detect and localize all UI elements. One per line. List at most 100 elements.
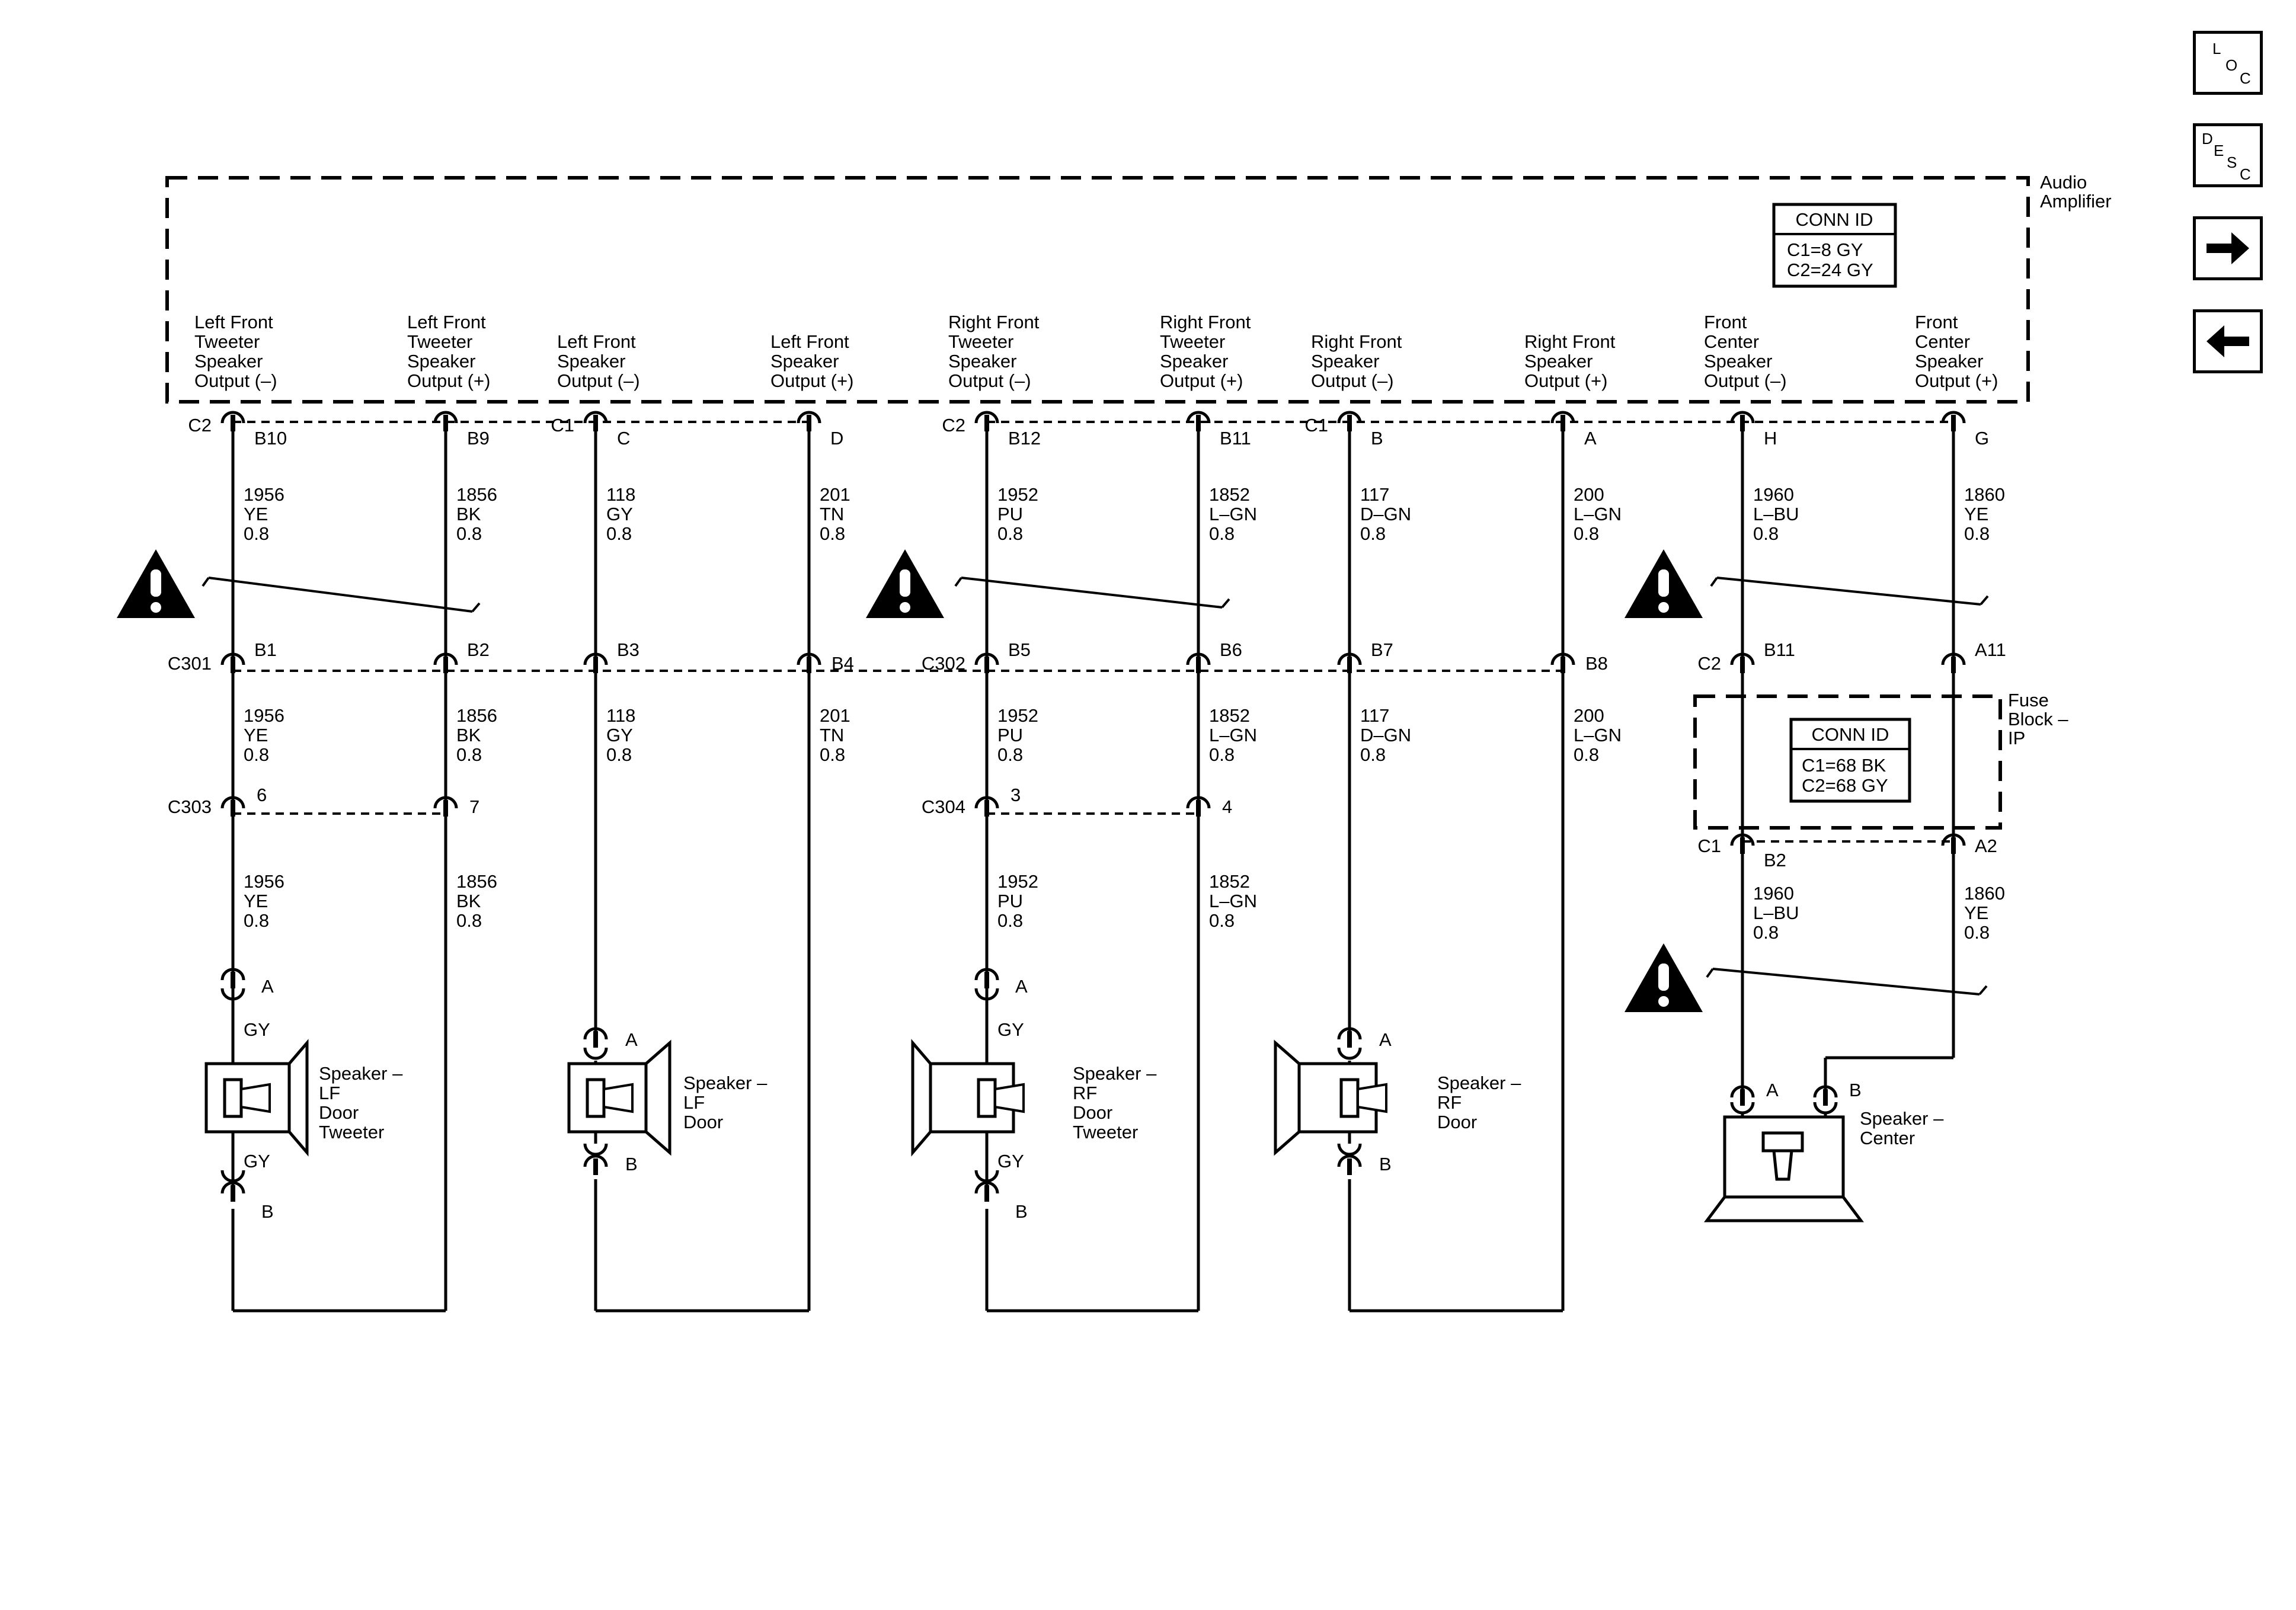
wire-label: 200 <box>1574 484 1604 505</box>
wire-label: 0.8 <box>997 744 1023 765</box>
output-label: Right Front <box>948 312 1040 332</box>
connector-terminal <box>433 652 458 665</box>
twisted-pair-tick <box>471 602 481 613</box>
output-label: Tweeter <box>1160 331 1225 352</box>
next-page-button[interactable] <box>2193 216 2263 280</box>
wire-label: 0.8 <box>1209 910 1235 931</box>
pin-label: B10 <box>254 428 287 449</box>
pin-color-label: GY <box>997 1151 1024 1172</box>
output-label: Speaker <box>194 351 263 372</box>
pin-label: G <box>1975 428 1989 449</box>
output-label: Left Front <box>557 331 636 352</box>
description-letter: E <box>2214 142 2224 159</box>
connector-links <box>233 421 1953 843</box>
fuse-block-box <box>1693 694 2002 830</box>
wire-label: 1952 <box>997 705 1038 726</box>
description-button[interactable]: D E S C <box>2193 123 2263 187</box>
connector-terminal <box>583 1047 608 1060</box>
speaker-name: Door <box>683 1112 723 1132</box>
wire-label: 1860 <box>1964 883 2005 904</box>
center-speaker-base <box>1704 1195 1864 1222</box>
output-label: Speaker <box>1160 351 1228 372</box>
component-boxes <box>165 176 2030 830</box>
output-label: Output (+) <box>1915 370 1998 391</box>
connector-terminal <box>583 1154 608 1167</box>
twisted-pair-tick <box>1221 598 1230 609</box>
connector-terminal-pin <box>1560 415 1565 431</box>
output-label: Center <box>1915 331 1970 352</box>
wire-label: 1856 <box>456 484 497 505</box>
wire-label: 0.8 <box>456 910 482 931</box>
pin-label: B3 <box>617 639 639 660</box>
speaker-coil <box>586 1078 606 1118</box>
connector-terminal <box>583 411 608 424</box>
connector-terminal <box>1730 1102 1755 1115</box>
wire-label: 201 <box>820 705 850 726</box>
wire-label: L–BU <box>1753 504 1799 524</box>
description-letter: C <box>2240 165 2251 183</box>
twisted-pair-tick <box>1710 577 1718 587</box>
speaker-name: Speaker – <box>683 1073 768 1093</box>
connector-terminal <box>974 1170 999 1183</box>
connector-terminal-pin <box>231 1185 235 1202</box>
wire-label: 1956 <box>244 484 284 505</box>
connector-terminal-pin <box>593 657 598 673</box>
location-button[interactable]: L O C <box>2193 31 2263 95</box>
wire-label: 1856 <box>456 871 497 892</box>
connector-id: C2 <box>188 415 212 436</box>
speaker-name: RF <box>1437 1092 1462 1113</box>
wire-label: L–GN <box>1209 504 1257 524</box>
location-letter: O <box>2225 56 2238 74</box>
connector-terminal <box>1941 833 1966 846</box>
pin-label: B <box>1015 1201 1028 1222</box>
output-label: Speaker <box>1915 351 1983 372</box>
wire-label: L–GN <box>1574 504 1622 524</box>
wire-label: 0.8 <box>1964 523 1990 544</box>
wire-label: D–GN <box>1360 504 1411 524</box>
connector-terminal <box>220 968 245 981</box>
wire-label: 1952 <box>997 871 1038 892</box>
wire-label: 1956 <box>244 871 284 892</box>
speaker-cone <box>1274 1039 1301 1156</box>
connector-id: C1 <box>1697 836 1721 856</box>
wire-label: 0.8 <box>997 523 1023 544</box>
module-name: Amplifier <box>2040 191 2112 212</box>
connector-terminal <box>974 796 999 809</box>
twisted-pair-tick <box>1978 985 1988 996</box>
wire-label: 1852 <box>1209 871 1250 892</box>
speaker-name: Speaker – <box>1860 1108 1944 1129</box>
pin-label: B8 <box>1585 653 1608 674</box>
fuse-conn-id-title: CONN ID <box>1812 724 1889 745</box>
connector-terminal-pin <box>807 657 811 673</box>
wire-label: 0.8 <box>1574 523 1599 544</box>
speaker-name: Center <box>1860 1128 1915 1148</box>
previous-page-button[interactable] <box>2193 309 2263 373</box>
output-label: Output (–) <box>557 370 640 391</box>
pin-label: B <box>625 1154 638 1174</box>
wires <box>231 421 1955 1313</box>
warning-icon-mark <box>900 569 910 597</box>
output-label: Output (+) <box>1524 370 1607 391</box>
wire-label: 1860 <box>1964 484 2005 505</box>
fuse-block-name: Block – <box>2008 709 2068 729</box>
connector-terminal <box>583 1143 608 1156</box>
wire-label: BK <box>456 504 481 524</box>
pin-label: 6 <box>257 785 267 805</box>
twisted-pair-tick <box>1706 968 1714 978</box>
wire-label: 1852 <box>1209 484 1250 505</box>
speaker-name: LF <box>319 1083 340 1103</box>
center-speaker-magnet <box>1761 1131 1804 1153</box>
speaker-coil <box>977 1078 997 1118</box>
warning-icon-mark <box>1658 569 1669 597</box>
speaker-magnet <box>240 1083 271 1113</box>
connector-terminal-pin <box>984 972 989 988</box>
twisted-pair-line <box>208 577 473 613</box>
pin-label: A <box>261 976 274 997</box>
connector-terminal <box>1550 411 1575 424</box>
connector-id: C1 <box>1304 415 1328 436</box>
connector-terminal <box>797 652 821 665</box>
connector-id: C301 <box>168 653 212 674</box>
wire-label: BK <box>456 891 481 911</box>
wire-label: 1956 <box>244 705 284 726</box>
connector-terminal-pin <box>984 415 989 431</box>
